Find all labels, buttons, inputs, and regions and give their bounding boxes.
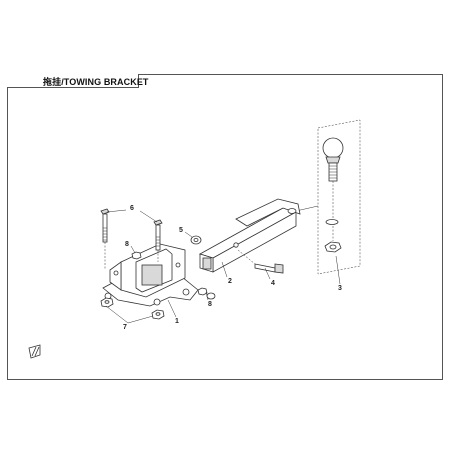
callout-6: 6 [130, 205, 134, 212]
spacer [190, 235, 202, 245]
nut-front-hole [155, 312, 161, 316]
leader-8b [205, 291, 209, 301]
spacer-hole [193, 237, 199, 242]
logo-stripes [31, 346, 40, 357]
leader-1 [167, 299, 177, 318]
tow-ball-collar [325, 156, 341, 164]
bolt-right-head [153, 219, 163, 226]
ball-mount-dashed-box [317, 119, 361, 275]
callout-leaders [105, 209, 341, 324]
hitch-pin-axis-line [237, 249, 256, 265]
page-title: 拖挂/TOWING BRACKET [43, 77, 149, 87]
receiver-tube-opening [141, 264, 163, 286]
callout-3: 3 [338, 285, 342, 292]
small-washer-lower [206, 292, 216, 300]
title-tab: 拖挂/TOWING BRACKET [7, 74, 148, 88]
lock-washer [325, 219, 339, 225]
leader-7 [105, 305, 154, 324]
callout-2: 2 [228, 278, 232, 285]
bolt-left-head [100, 208, 110, 215]
plate-hole-right [182, 288, 190, 296]
small-nut-lower [197, 287, 208, 296]
drawbar-pin-hole [233, 242, 239, 248]
drawbar-ball-hole [287, 208, 297, 214]
receiver-bracket [102, 243, 199, 307]
drawbar-end-opening [202, 257, 212, 270]
leader-5 [184, 231, 193, 238]
tow-ball-thread [329, 165, 337, 179]
bolt-left-thread [103, 227, 107, 241]
leader-8a [130, 245, 136, 254]
callout-8-lower: 8 [208, 301, 212, 308]
leader-3 [335, 255, 341, 285]
callout-4: 4 [271, 280, 275, 287]
hitch-pin-head [274, 263, 284, 274]
small-nuts [131, 251, 216, 300]
ball-mount-group [295, 119, 361, 275]
bracket-bolt-hole-left [113, 270, 119, 276]
tow-ball [322, 137, 344, 159]
ball-nut-hole [329, 244, 337, 250]
plate-hole-front [153, 298, 161, 306]
bracket-left-flange [109, 261, 122, 291]
callout-labels: 6 5 8 2 4 3 8 1 7 [123, 205, 342, 331]
bracket-bolt-hole-right [175, 262, 181, 268]
brand-logo [28, 344, 41, 359]
leader-6a [106, 209, 127, 213]
drawbar [198, 198, 301, 273]
callout-7: 7 [123, 324, 127, 331]
nut-left-hole [104, 300, 110, 304]
leader-4 [264, 267, 271, 280]
leader-6b [139, 210, 158, 223]
bolt-right-thread [156, 236, 160, 247]
callout-8-upper: 8 [125, 241, 129, 248]
bracket-bolts [100, 208, 163, 270]
plate-nuts [100, 297, 165, 320]
diagram-frame [7, 74, 443, 380]
drawbar-tongue [235, 198, 301, 227]
callout-5: 5 [179, 227, 183, 234]
small-nut-upper [131, 251, 142, 260]
logo-shape [28, 344, 41, 359]
callout-1: 1 [175, 318, 179, 325]
leader-2 [221, 261, 228, 278]
ball-to-drawbar-leader [295, 205, 319, 212]
